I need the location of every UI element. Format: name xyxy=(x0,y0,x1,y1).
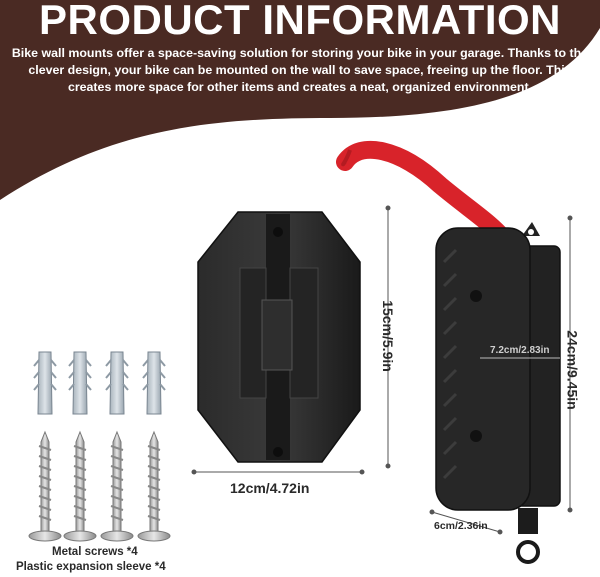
mount-height-label: 15cm/5.9in xyxy=(379,300,396,372)
hook-depth-label: 6cm/2.36in xyxy=(434,520,488,532)
mount-dimension-lines xyxy=(191,205,391,475)
header-banner: PRODUCT INFORMATION Bike wall mounts off… xyxy=(0,0,600,200)
product-description: Bike wall mounts offer a space-saving so… xyxy=(11,46,589,94)
metal-screws xyxy=(28,430,171,542)
expansion-sleeves xyxy=(33,351,166,415)
header-background xyxy=(0,0,600,200)
bike-hook xyxy=(336,140,561,564)
hook-dimension-lines xyxy=(429,215,573,535)
screws-caption: Metal screws *4 xyxy=(52,546,138,558)
hook-inner-label: 7.2cm/2.83in xyxy=(490,345,550,356)
hook-height-label: 24cm/9.45in xyxy=(564,330,581,410)
wall-mount-body xyxy=(197,211,361,463)
mount-width-label: 12cm/4.72in xyxy=(230,480,310,496)
sleeves-caption: Plastic expansion sleeve *4 xyxy=(16,561,166,573)
page-title: PRODUCT INFORMATION xyxy=(38,0,561,43)
